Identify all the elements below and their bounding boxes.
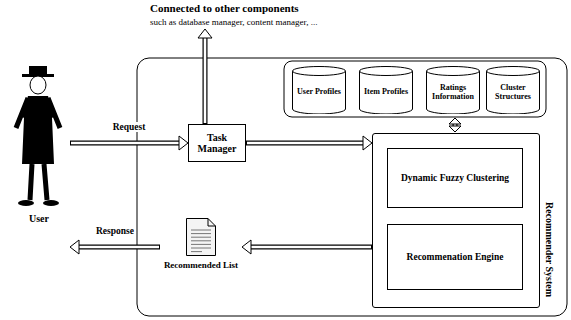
- node-label: User: [8, 213, 70, 225]
- arrow-shaft: [251, 245, 372, 250]
- arrow-shaft: [70, 141, 179, 146]
- data-exchange-arrow: [449, 118, 461, 132]
- flow-arrow: [246, 136, 372, 150]
- node-label: Recommenation Engine: [404, 252, 507, 263]
- node-label: Ratings Information: [426, 83, 480, 101]
- arrow-head: [363, 136, 372, 150]
- arrow-shaft: [246, 141, 363, 146]
- system-title: Recommender System: [544, 202, 556, 297]
- system-box: Dynamic Fuzzy ClusteringRecommenation En…: [372, 133, 540, 308]
- arrow-shaft: [79, 245, 160, 250]
- note-label: such as database manager, content manage…: [150, 17, 317, 27]
- process-box: Task Manager: [188, 124, 246, 162]
- flow-arrow: [242, 240, 372, 254]
- document-symbol: [160, 218, 242, 256]
- arrow-shaft: [247, 142, 364, 145]
- flow-arrow: [70, 136, 188, 150]
- data-store-group: [284, 61, 546, 117]
- arrow-shaft: [78, 246, 159, 249]
- database-cylinder: Ratings Information: [426, 66, 480, 114]
- node-label: Cluster Structures: [486, 83, 540, 101]
- user-figure: [8, 66, 70, 212]
- module-box: Recommenation Engine: [387, 224, 523, 290]
- arrow-shaft: [250, 246, 371, 249]
- arrow-shaft: [71, 142, 180, 145]
- note-label: Connected to other components: [150, 2, 299, 14]
- arrow-head: [179, 136, 188, 150]
- arrow-head: [242, 240, 251, 254]
- document-icon: Recommended List: [160, 218, 242, 276]
- flow-arrow: [70, 240, 160, 254]
- database-cylinder: Cluster Structures: [486, 66, 540, 114]
- node-label: Task Manager: [189, 132, 245, 155]
- system-boundary: [137, 58, 567, 316]
- user-actor: User: [8, 66, 70, 260]
- database-cylinder: User Profiles: [292, 66, 346, 114]
- external-arrow: [198, 29, 212, 124]
- arrow-head: [70, 240, 79, 254]
- node-label: Item Profiles: [361, 87, 411, 96]
- node-label: Recommended List: [160, 260, 242, 270]
- node-label: User Profiles: [294, 87, 344, 96]
- module-box: Dynamic Fuzzy Clustering: [387, 148, 523, 208]
- database-cylinder: Item Profiles: [359, 66, 413, 114]
- node-label: Dynamic Fuzzy Clustering: [398, 173, 512, 184]
- edge-label: Response: [94, 226, 136, 236]
- edge-label: Request: [111, 122, 148, 132]
